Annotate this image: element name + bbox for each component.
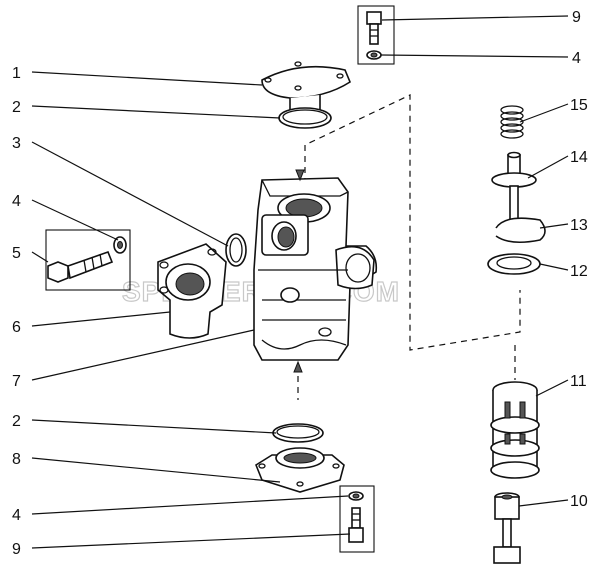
- bottom-bolt-part: [348, 507, 364, 543]
- bottom-cover-part: [255, 447, 345, 493]
- valve-cartridge-part: [490, 381, 540, 479]
- left-fastener-box: [45, 229, 131, 291]
- callout-14: 14: [570, 149, 588, 166]
- callout-4-left: 4: [12, 193, 21, 210]
- callout-4-bottom: 4: [12, 507, 21, 524]
- snap-ring-part: [495, 217, 546, 244]
- arrow-up-marker: [293, 360, 303, 373]
- spring-part: [500, 105, 524, 139]
- left-bolt-part: [47, 250, 114, 283]
- leader-lines: [31, 15, 569, 549]
- callout-13: 13: [570, 217, 588, 234]
- elbow-fitting-part: [157, 243, 227, 339]
- callout-6: 6: [12, 319, 21, 336]
- callout-4-top: 4: [572, 50, 581, 67]
- callout-5: 5: [12, 245, 21, 262]
- callout-2-bottom: 2: [12, 413, 21, 430]
- o-ring-top-part: [278, 107, 332, 129]
- o-ring-bottom-part: [272, 423, 324, 443]
- o-ring-3-part: [225, 233, 247, 267]
- callout-7: 7: [12, 373, 21, 390]
- callout-9-top: 9: [572, 9, 581, 26]
- piston-stem-part: [491, 151, 537, 231]
- plunger-part: [493, 492, 521, 564]
- callout-3: 3: [12, 135, 21, 152]
- callout-8: 8: [12, 451, 21, 468]
- callout-11: 11: [570, 373, 587, 390]
- arrow-down-marker: [295, 169, 305, 182]
- top-bolt-part: [366, 11, 382, 45]
- callout-15: 15: [570, 97, 588, 114]
- callout-10: 10: [570, 493, 588, 510]
- callout-9-bottom: 9: [12, 541, 21, 558]
- callout-labels: 1 2 3 4 5 6 7 2 8 4 9 9 4 15 14 13 12 11…: [12, 9, 588, 558]
- callout-12: 12: [570, 263, 588, 280]
- top-cover-part: [261, 61, 351, 114]
- top-fastener-box: [357, 5, 395, 65]
- callout-2-top: 2: [12, 99, 21, 116]
- callout-1-top: 1: [12, 65, 21, 82]
- valve-body-part: [253, 177, 378, 361]
- bottom-fastener-box: [339, 485, 375, 553]
